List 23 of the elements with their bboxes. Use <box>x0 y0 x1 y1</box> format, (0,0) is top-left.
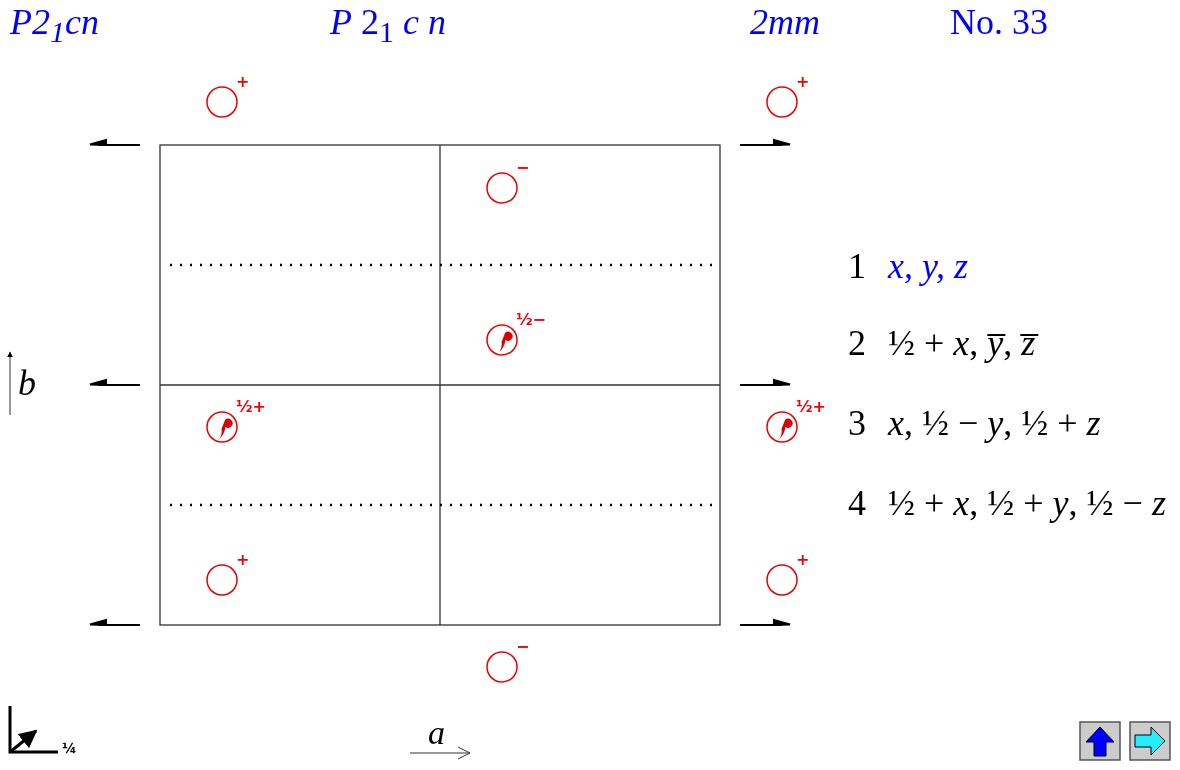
height-label: − <box>516 160 530 176</box>
coordinate-triplet: x, y, z <box>888 248 968 284</box>
space-group-number: No. 33 <box>950 4 1048 40</box>
space-group-symbol: P2$_{1}$cn <box>10 4 99 48</box>
height-label: ½− <box>516 312 546 328</box>
point-group-symbol: 2mm <box>750 4 820 40</box>
axis-label: b <box>18 365 36 401</box>
position-number: 4 <box>848 485 866 521</box>
space-group-symbol: P 2$_{1}$ c n <box>330 4 446 48</box>
height-label: + <box>796 552 810 568</box>
height-label: + <box>236 552 250 568</box>
axis-label: a <box>428 716 445 750</box>
coordinate-triplet: x, ½ − y, ½ + z <box>888 405 1101 441</box>
position-number: 1 <box>848 248 866 284</box>
height-label: ½+ <box>236 399 266 415</box>
height-label: − <box>516 639 530 655</box>
coordinate-triplet: ½ + x, ½ + y, ½ − z <box>888 485 1166 521</box>
height-label: ¼ <box>62 741 77 755</box>
height-label: + <box>236 74 250 90</box>
height-label: ½+ <box>796 399 826 415</box>
position-number: 2 <box>848 325 866 361</box>
height-label: + <box>796 74 810 90</box>
position-number: 3 <box>848 405 866 441</box>
